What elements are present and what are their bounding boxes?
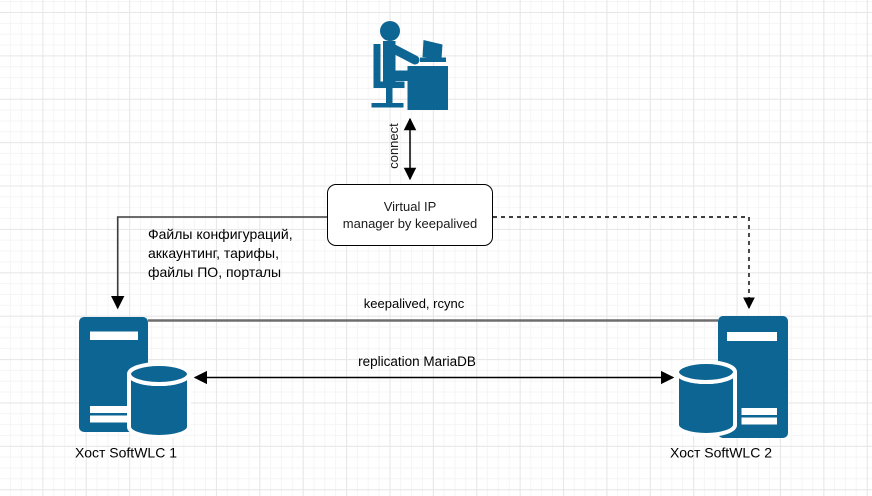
edge-vip-to-host1 <box>111 216 327 310</box>
host1-label: Хост SoftWLC 1 <box>75 444 177 461</box>
host2-server-with-database-icon <box>675 316 788 438</box>
files-edge-label-line2: аккаунтинг, тарифы, <box>148 245 279 261</box>
replication-edge-label: replication MariaDB <box>358 353 476 369</box>
host2-label: Хост SoftWLC 2 <box>670 444 772 461</box>
host1-server-with-database-icon <box>79 317 191 439</box>
files-edge-label-line3: файлы ПО, порталы <box>148 264 282 280</box>
edge-vip-to-host2 <box>493 216 755 310</box>
person-at-desk-icon <box>371 21 448 110</box>
files-edge-label-line1: Файлы конфигураций, <box>148 226 293 242</box>
vip-box-line1: Virtual IP <box>383 199 437 214</box>
vip-box-line2: manager by keepalived <box>342 216 478 231</box>
connect-edge-label: connect <box>386 123 402 169</box>
keepalived-edge-label: keepalived, rcync <box>363 296 465 312</box>
files-edge-label: Файлы конфигураций, аккаунтинг, тарифы, … <box>148 225 293 282</box>
vip-box-node: Virtual IP manager by keepalived <box>327 184 493 246</box>
